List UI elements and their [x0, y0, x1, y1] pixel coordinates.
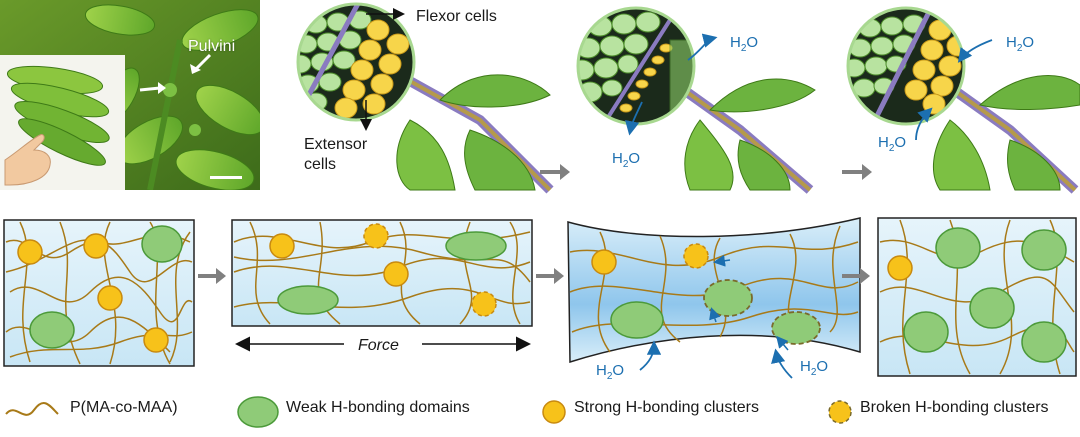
mimosa-photo: Pulvini — [0, 0, 260, 190]
legend-polymer-label: P(MA-co-MAA) — [70, 399, 178, 416]
legend-strong-symbol — [542, 400, 566, 424]
legend-weak-label: Weak H-bonding domains — [286, 399, 470, 416]
network-panel-hydrated — [567, 217, 861, 379]
pulvinus-schematics — [296, 2, 1080, 194]
grey-arrow-top-1 — [540, 164, 570, 180]
network-panel-initial — [3, 219, 195, 367]
plant-stem-3 — [932, 75, 1080, 194]
flexor-cells-label: Flexor cells — [416, 8, 497, 25]
legend-strong-label: Strong H-bonding clusters — [574, 399, 759, 416]
grey-arrow-bottom-2 — [536, 268, 564, 284]
grey-arrow-top-2 — [842, 164, 872, 180]
water-label-1: H2O — [730, 34, 759, 54]
extensor-cells-label-line1: Extensor — [304, 136, 368, 153]
legend-weak-symbol — [237, 396, 279, 428]
water-label-5: H2O — [596, 362, 625, 382]
water-label-4: H2O — [878, 134, 907, 154]
cell-magnifier-3 — [846, 6, 993, 141]
plant-stem-1 — [387, 65, 554, 194]
plant-stem-2 — [667, 75, 816, 194]
pulvini-label: Pulvini — [188, 38, 236, 55]
mimosa-photo-graphic — [0, 0, 260, 190]
polymer-network-schematics — [3, 217, 1077, 379]
cell-magnifier-2 — [576, 6, 718, 136]
extensor-cells-label-line2: cells — [304, 156, 337, 173]
force-label: Force — [358, 337, 399, 354]
cell-magnifier-1 — [296, 2, 416, 131]
legend-symbols — [5, 396, 852, 428]
legend-polymer-symbol — [5, 402, 59, 416]
network-panel-stretched — [231, 219, 533, 352]
legend-broken-label: Broken H-bonding clusters — [860, 399, 1049, 416]
water-label-2: H2O — [612, 150, 641, 170]
water-label-6: H2O — [800, 358, 829, 378]
grey-arrow-bottom-1 — [198, 268, 226, 284]
legend-broken-symbol — [828, 400, 852, 424]
grey-arrow-bottom-3 — [842, 268, 870, 284]
water-label-3: H2O — [1006, 34, 1035, 54]
network-panel-recovered — [877, 217, 1077, 377]
